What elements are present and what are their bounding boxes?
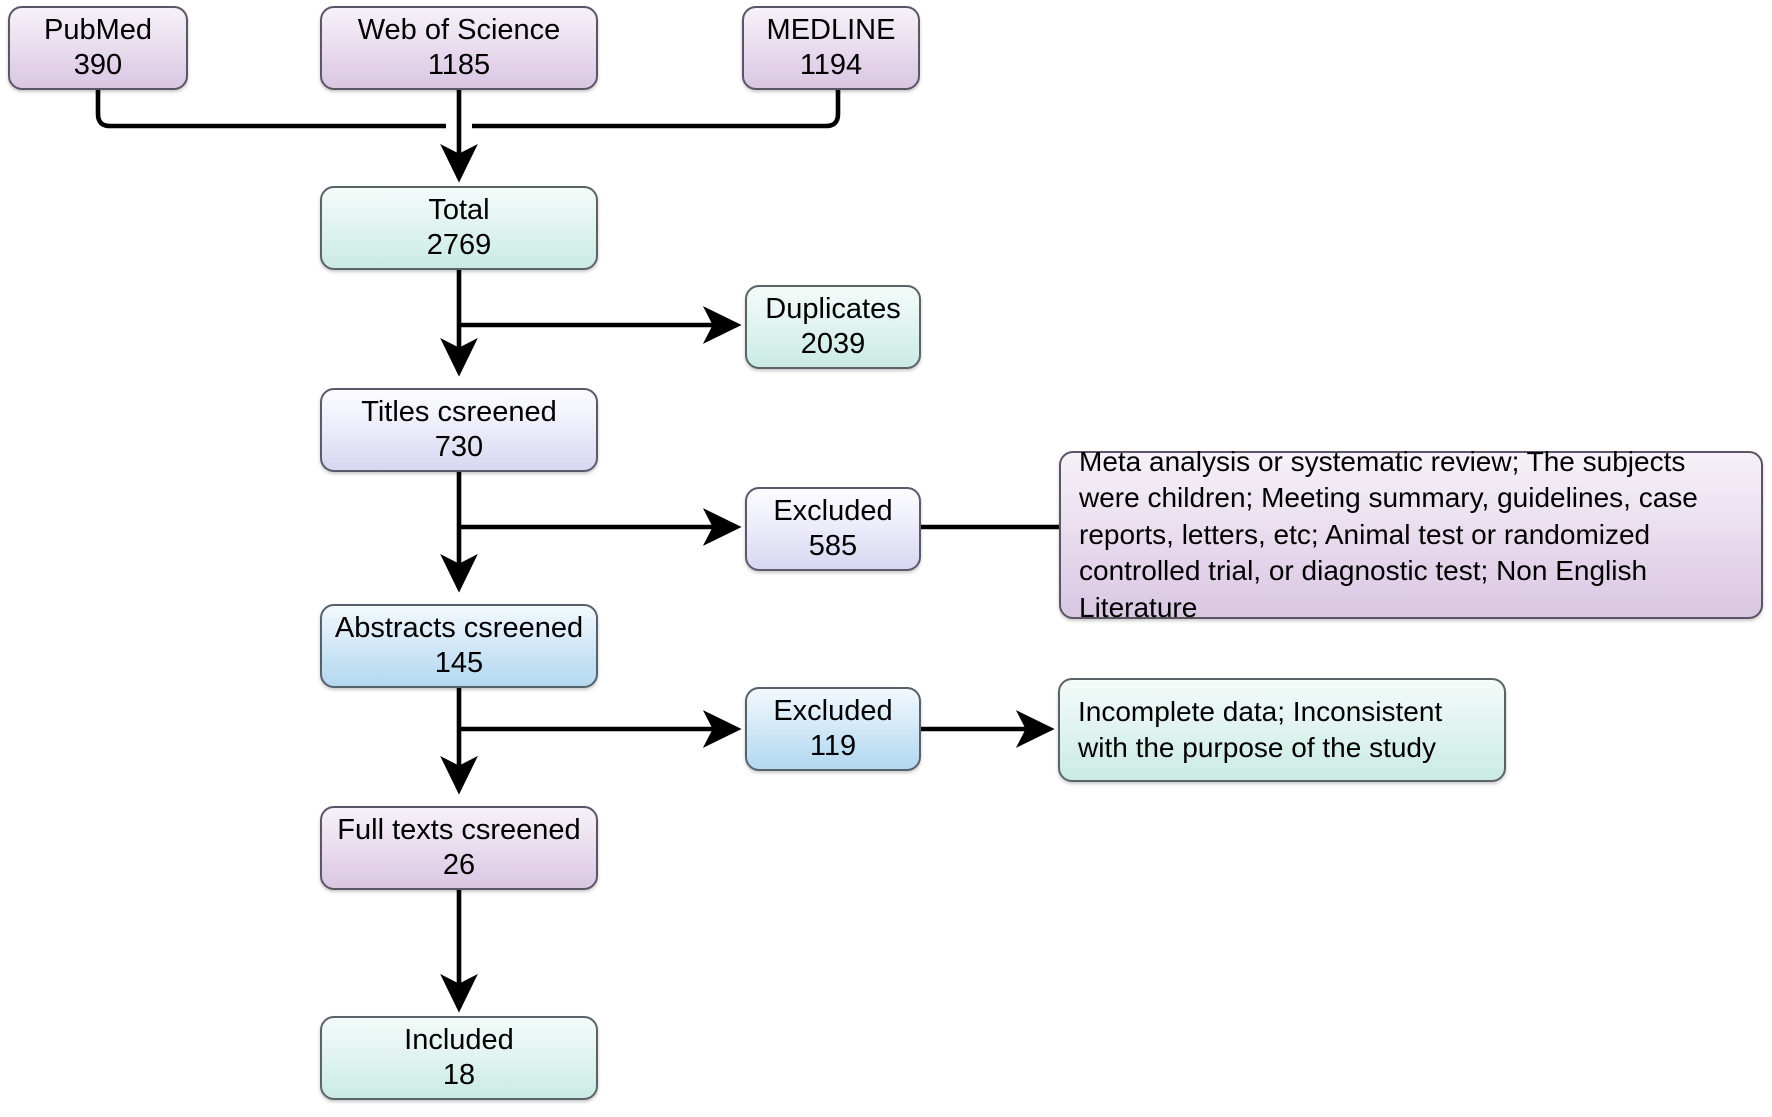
duplicates-count: 2039 (800, 328, 866, 360)
excluded2-label: Excluded (773, 694, 893, 727)
abstracts-label: Abstracts csreened (334, 611, 584, 644)
excluded2-count: 119 (809, 730, 857, 762)
fulltexts-count: 26 (442, 849, 476, 881)
node-excluded-abstracts[interactable]: Excluded 119 (745, 687, 921, 771)
source-medline-count: 1194 (799, 49, 863, 81)
abstracts-exclusion-text: Incomplete data; Inconsistent with the p… (1078, 695, 1443, 763)
node-included[interactable]: Included 18 (320, 1016, 598, 1100)
node-abstracts-exclusion-reasons[interactable]: Incomplete data; Inconsistent with the p… (1058, 678, 1506, 782)
abstracts-count: 145 (434, 647, 484, 679)
included-label: Included (404, 1023, 514, 1056)
included-count: 18 (442, 1059, 476, 1091)
node-titles-exclusion-reasons[interactable]: Meta analysis or systematic review; The … (1059, 446, 1763, 623)
source-medline-label: MEDLINE (766, 13, 896, 46)
node-titles-screened[interactable]: Titles csreened 730 (320, 388, 598, 472)
source-pubmed-count: 390 (73, 49, 123, 81)
node-source-web-of-science[interactable]: Web of Science 1185 (320, 6, 598, 90)
titles-count: 730 (434, 431, 484, 463)
node-abstracts-screened[interactable]: Abstracts csreened 145 (320, 604, 598, 688)
node-source-pubmed[interactable]: PubMed 390 (8, 6, 188, 90)
source-wos-count: 1185 (427, 49, 491, 81)
total-count: 2769 (426, 229, 492, 261)
node-source-medline[interactable]: MEDLINE 1194 (742, 6, 920, 90)
duplicates-label: Duplicates (765, 292, 901, 325)
total-label: Total (428, 193, 490, 226)
source-pubmed-label: PubMed (43, 13, 152, 46)
source-wos-label: Web of Science (357, 13, 561, 46)
edge-medline-to-total (472, 90, 841, 129)
edge-pubmed-to-total (95, 90, 446, 129)
node-fulltexts-screened[interactable]: Full texts csreened 26 (320, 806, 598, 890)
fulltexts-label: Full texts csreened (337, 813, 581, 846)
titles-exclusion-text: Meta analysis or systematic review; The … (1079, 446, 1698, 623)
node-duplicates[interactable]: Duplicates 2039 (745, 285, 921, 369)
excluded1-count: 585 (808, 530, 858, 562)
node-excluded-titles[interactable]: Excluded 585 (745, 487, 921, 571)
titles-label: Titles csreened (361, 395, 557, 428)
node-total[interactable]: Total 2769 (320, 186, 598, 270)
excluded1-label: Excluded (773, 494, 893, 527)
